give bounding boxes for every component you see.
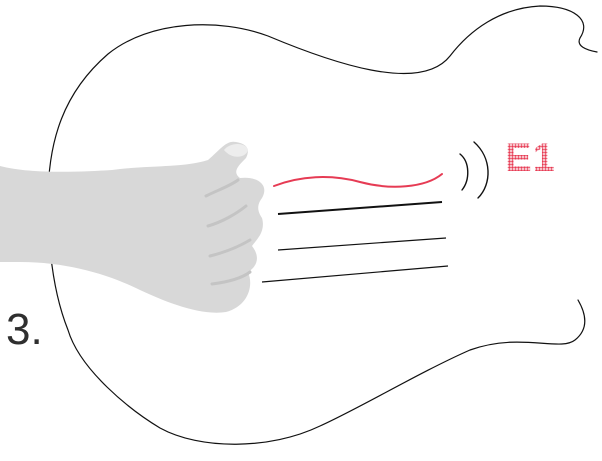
note-label: E1	[505, 136, 556, 180]
plucked-string	[274, 174, 442, 187]
sound-wave-outer	[474, 142, 488, 198]
string	[278, 238, 446, 250]
hand-shape	[0, 142, 264, 313]
string	[278, 202, 442, 214]
step-number: 3.	[6, 308, 43, 352]
sound-waves-icon	[460, 142, 488, 198]
hand-icon	[0, 142, 264, 313]
string	[262, 266, 448, 282]
sound-wave-inner	[460, 154, 468, 190]
